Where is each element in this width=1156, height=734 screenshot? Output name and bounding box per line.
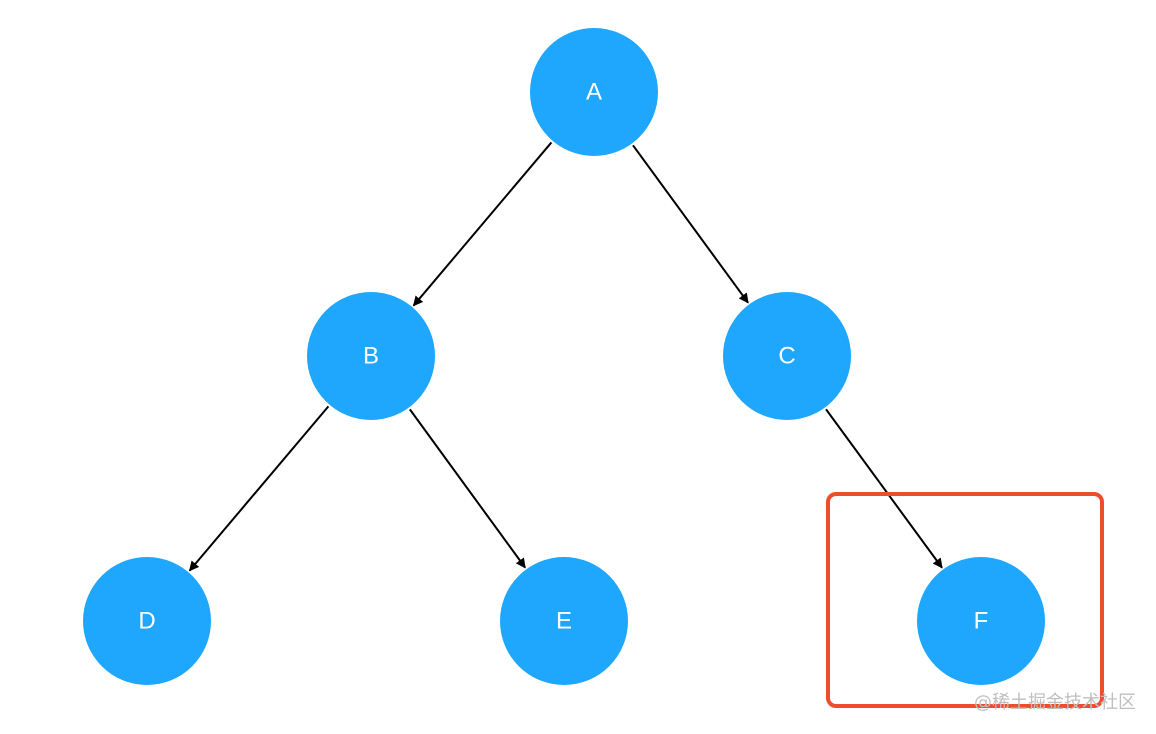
node-f: F	[917, 557, 1045, 685]
edge-b-e-arrow	[409, 408, 526, 569]
edge-c-f-arrow	[825, 408, 943, 569]
node-f-circle	[917, 557, 1045, 685]
node-d: D	[83, 557, 211, 685]
node-e-label: E	[556, 608, 572, 635]
node-e: E	[500, 557, 628, 685]
edge-a-b-arrow	[412, 141, 553, 307]
node-c-circle	[723, 292, 851, 420]
node-d-label: D	[138, 608, 155, 635]
highlight-box	[826, 492, 1104, 708]
node-b-circle	[307, 292, 435, 420]
node-b: B	[307, 292, 435, 420]
nodes-layer: A B C D E F	[83, 28, 1045, 685]
node-f-label: F	[974, 608, 989, 635]
watermark-text: @稀土掘金技术社区	[974, 692, 1136, 713]
node-b-label: B	[363, 343, 379, 370]
node-e-circle	[500, 557, 628, 685]
edge-a-c-arrow	[632, 144, 749, 304]
node-a-circle	[530, 28, 658, 156]
node-a-label: A	[586, 79, 602, 106]
edges-layer	[188, 141, 943, 572]
edge-b-d-arrow	[188, 405, 330, 572]
node-d-circle	[83, 557, 211, 685]
node-c-label: C	[778, 343, 795, 370]
node-a: A	[530, 28, 658, 156]
node-c: C	[723, 292, 851, 420]
